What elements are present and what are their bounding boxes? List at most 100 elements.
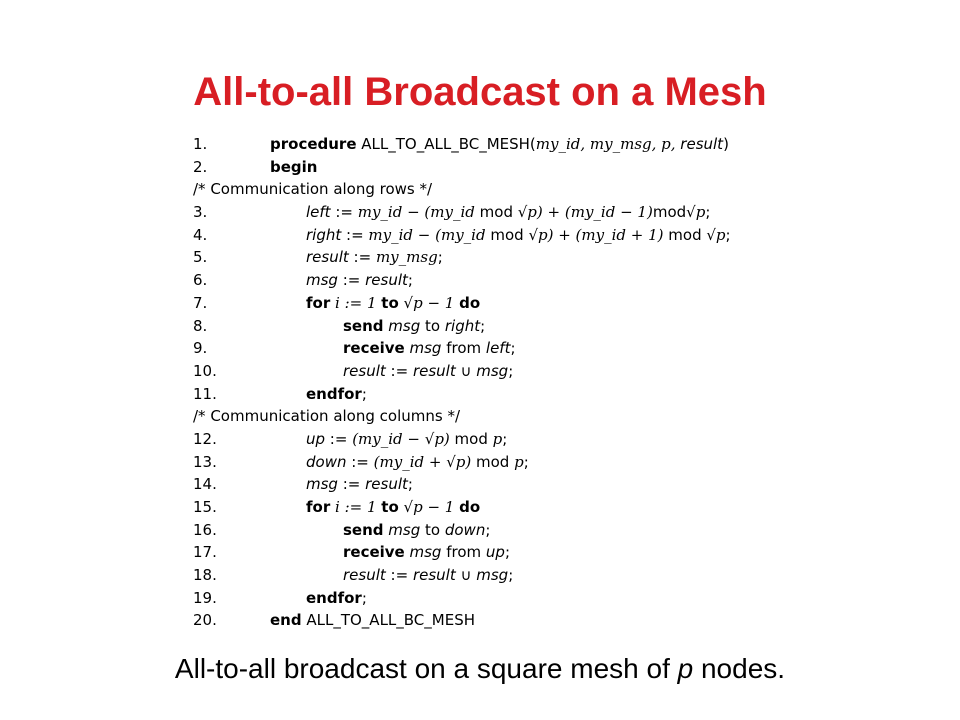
line-number: 10. bbox=[193, 361, 217, 380]
code-line-11: 11. endfor; bbox=[193, 383, 833, 406]
assign-op: := bbox=[337, 475, 366, 494]
math-expr: √p − 1 bbox=[398, 293, 460, 312]
assign-op: := bbox=[341, 225, 369, 244]
line-number: 11. bbox=[193, 384, 217, 403]
line-number: 3. bbox=[193, 203, 208, 222]
keyword: to bbox=[381, 293, 399, 312]
keyword: send bbox=[343, 520, 384, 539]
rhs: result bbox=[365, 475, 408, 494]
keyword: to bbox=[381, 498, 399, 516]
keyword: procedure bbox=[270, 135, 357, 153]
arg-result: result bbox=[675, 135, 724, 153]
line-number: 6. bbox=[193, 271, 208, 290]
procedure-name: ALL_TO_ALL_BC_MESH bbox=[301, 611, 476, 630]
keyword: receive bbox=[343, 543, 405, 562]
line-number: 8. bbox=[193, 316, 208, 335]
line-number: 19. bbox=[193, 588, 217, 607]
lhs: msg bbox=[306, 271, 338, 290]
mod-op: mod bbox=[471, 452, 515, 471]
math-expr: √p − 1 bbox=[398, 498, 460, 516]
comment-text: /* Communication along columns */ bbox=[193, 407, 461, 426]
mod-op: mod bbox=[663, 225, 707, 244]
code-line-3: 3. left := my_id − (my_id mod √p) + (my_… bbox=[193, 201, 833, 224]
code-line-14: 14. msg := result; bbox=[193, 473, 833, 496]
lhs: result bbox=[343, 361, 386, 380]
math-expr: (my_id − √p) bbox=[352, 429, 450, 448]
code-line-5: 5. result := my_msg; bbox=[193, 246, 833, 269]
code-line-7: 7. for i := 1 to √p − 1 do bbox=[193, 292, 833, 315]
keyword: send bbox=[343, 316, 384, 335]
code-line-15: 15. for i := 1 to √p − 1 do bbox=[193, 496, 833, 519]
paren: ) bbox=[723, 135, 729, 153]
keyword: do bbox=[459, 293, 481, 312]
code-comment: /* Communication along rows */ bbox=[193, 178, 833, 201]
line-number: 9. bbox=[193, 339, 208, 358]
keyword: endfor bbox=[306, 588, 362, 607]
code-line-19: 19. endfor; bbox=[193, 587, 833, 610]
comment-text: /* Communication along rows */ bbox=[193, 180, 433, 199]
math-expr: √p bbox=[686, 203, 706, 222]
math-expr: my_id − (my_id bbox=[368, 225, 486, 244]
line-number: 5. bbox=[193, 248, 208, 267]
keyword: for bbox=[306, 498, 331, 516]
assign-op: := bbox=[385, 361, 413, 380]
line-number: 1. bbox=[193, 135, 208, 153]
code-comment: /* Communication along columns */ bbox=[193, 405, 833, 428]
line-number: 4. bbox=[193, 225, 208, 244]
line-number: 14. bbox=[193, 475, 217, 494]
assign-op: := bbox=[346, 452, 374, 471]
code-line-17: 17. receive msg from up; bbox=[193, 541, 833, 564]
line-number: 13. bbox=[193, 452, 217, 471]
code-line-10: 10. result := result ∪ msg; bbox=[193, 360, 833, 383]
lhs: result bbox=[306, 248, 349, 267]
slide-title: All-to-all Broadcast on a Mesh bbox=[193, 70, 767, 114]
code-line-8: 8. send msg to right; bbox=[193, 315, 833, 338]
line-number: 2. bbox=[193, 157, 208, 176]
lhs: right bbox=[306, 225, 342, 244]
lhs: left bbox=[306, 203, 331, 222]
lhs: down bbox=[306, 452, 347, 471]
keyword: for bbox=[306, 293, 331, 312]
caption-prefix: All-to-all broadcast on a square mesh of bbox=[174, 653, 678, 684]
line-number: 16. bbox=[193, 520, 217, 539]
math-expr: my_id − (my_id bbox=[357, 203, 475, 222]
mod-op: mod bbox=[485, 225, 529, 244]
mod-op: mod bbox=[449, 429, 493, 448]
math-expr: my_msg bbox=[375, 248, 438, 267]
math-expr: p bbox=[492, 429, 503, 448]
assign-op: := bbox=[325, 429, 353, 448]
rhs: result ∪ msg bbox=[412, 566, 509, 585]
lhs: result bbox=[343, 566, 386, 585]
lhs: msg bbox=[306, 475, 338, 494]
caption-suffix: nodes. bbox=[693, 653, 786, 684]
line-number: 15. bbox=[193, 498, 217, 516]
code-line-16: 16. send msg to down; bbox=[193, 519, 833, 542]
assign-op: := bbox=[385, 566, 413, 585]
math-expr: p bbox=[514, 452, 524, 471]
code-line-4: 4. right := my_id − (my_id mod √p) + (my… bbox=[193, 224, 833, 247]
keyword: do bbox=[459, 498, 481, 516]
line-number: 20. bbox=[193, 611, 217, 630]
math-args: my_id, my_msg, p, bbox=[535, 135, 676, 153]
code-line-12: 12. up := (my_id − √p) mod p; bbox=[193, 428, 833, 451]
keyword: end bbox=[270, 611, 302, 630]
math-expr: √p) + (my_id + 1) bbox=[528, 225, 664, 244]
code-line-18: 18. result := result ∪ msg; bbox=[193, 564, 833, 587]
math-expr: √p) + (my_id − 1) bbox=[517, 203, 653, 222]
math-expr: i := 1 bbox=[330, 293, 382, 312]
line-number: 7. bbox=[193, 293, 208, 312]
caption-variable: p bbox=[677, 653, 694, 684]
line-number: 18. bbox=[193, 566, 217, 585]
code-line-13: 13. down := (my_id + √p) mod p; bbox=[193, 451, 833, 474]
code-line-2: 2. begin bbox=[193, 156, 833, 179]
procedure-name: ALL_TO_ALL_BC_MESH( bbox=[356, 135, 536, 153]
math-expr: √p bbox=[706, 225, 726, 244]
lhs: up bbox=[306, 429, 326, 448]
mod-op: mod bbox=[652, 203, 687, 222]
math-expr: i := 1 bbox=[330, 498, 382, 516]
line-number: 12. bbox=[193, 429, 217, 448]
assign-op: := bbox=[348, 248, 376, 267]
keyword: receive bbox=[343, 339, 405, 358]
rhs: result bbox=[365, 271, 408, 290]
line-number: 17. bbox=[193, 543, 217, 562]
